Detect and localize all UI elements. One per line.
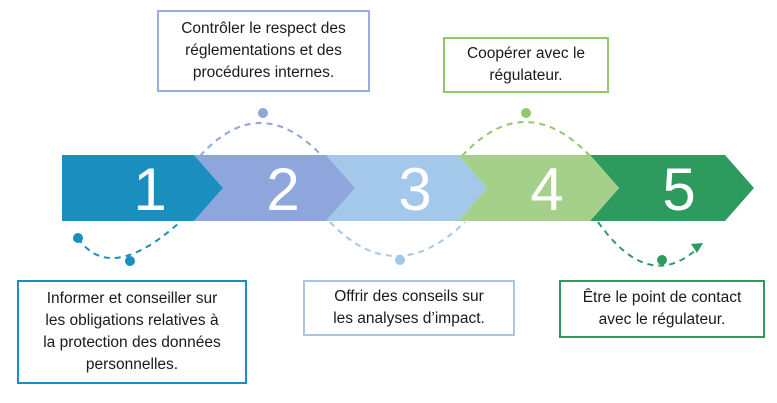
step-5-text: Être le point de contact avec le régulat… bbox=[582, 289, 742, 328]
chevron-1 bbox=[62, 155, 223, 221]
step-number-3: 3 bbox=[398, 156, 431, 223]
connector-arc-1 bbox=[77, 221, 181, 260]
arrowhead-icon bbox=[691, 243, 703, 253]
connector-dot-1a bbox=[73, 233, 83, 243]
step-5-description: Être le point de contact avec le régulat… bbox=[559, 280, 765, 338]
connector-arc-4 bbox=[461, 121, 591, 157]
step-number-4: 4 bbox=[530, 156, 563, 223]
connector-arc-2 bbox=[199, 122, 323, 157]
step-1-text: Informer et conseiller sur les obligatio… bbox=[43, 290, 221, 373]
chevron-2 bbox=[194, 155, 355, 221]
connector-dot-4 bbox=[521, 108, 531, 118]
step-2-description: Contrôler le respect des réglementations… bbox=[157, 10, 370, 92]
connector-dot-1b bbox=[125, 256, 135, 266]
connector-dot-2 bbox=[258, 108, 268, 118]
step-3-text: Offrir des conseils sur les analyses d’i… bbox=[333, 288, 485, 327]
step-number-1: 1 bbox=[133, 156, 166, 223]
step-3-description: Offrir des conseils sur les analyses d’i… bbox=[303, 280, 515, 336]
connector-arc-3 bbox=[329, 221, 466, 257]
step-number-5: 5 bbox=[662, 156, 695, 223]
connector-dot-3 bbox=[395, 255, 405, 265]
step-4-text: Coopérer avec le régulateur. bbox=[466, 45, 586, 84]
chevron-5 bbox=[590, 155, 754, 221]
step-1-description: Informer et conseiller sur les obligatio… bbox=[17, 280, 247, 384]
step-4-description: Coopérer avec le régulateur. bbox=[443, 37, 609, 93]
connector-arc-5 bbox=[597, 221, 701, 267]
step-2-text: Contrôler le respect des réglementations… bbox=[181, 20, 346, 81]
connector-dot-5 bbox=[657, 255, 667, 265]
step-number-2: 2 bbox=[266, 156, 299, 223]
chevron-4 bbox=[458, 155, 619, 221]
chevron-3 bbox=[326, 155, 487, 221]
